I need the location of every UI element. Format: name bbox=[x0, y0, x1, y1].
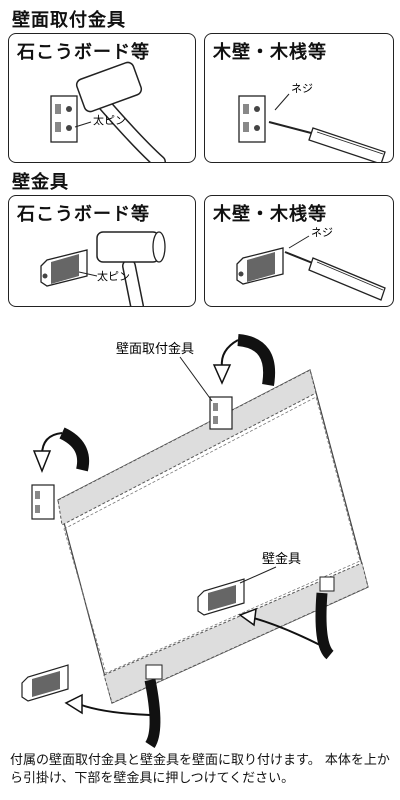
arrow-icon bbox=[212, 334, 276, 386]
instruction-caption: 付属の壁面取付金具と壁金具を壁面に取り付けます。 本体を上から引掛け、下部を壁金… bbox=[10, 753, 390, 786]
arrow-icon bbox=[238, 592, 335, 660]
wall-bracket-icon bbox=[40, 249, 88, 287]
panel-gypsum-board-wall-bracket: 石こうボード等 太ピン bbox=[8, 195, 196, 307]
mount-bracket-icon bbox=[50, 95, 78, 143]
label-screw: ネジ bbox=[291, 82, 313, 95]
wall-bracket-icon bbox=[236, 247, 284, 285]
panel-wood-wall-bracket: 木壁・木桟等 ネジ bbox=[204, 195, 394, 307]
panel-title: 木壁・木桟等 bbox=[213, 42, 327, 63]
wall-bracket-icon bbox=[197, 578, 245, 616]
label-wall-mount-bracket: 壁面取付金具 bbox=[116, 341, 194, 357]
label-wall-bracket: 壁金具 bbox=[262, 551, 301, 567]
panel-wood-wall-mount: 木壁・木桟等 ネジ bbox=[204, 33, 394, 163]
label-thick-pin: 太ピン bbox=[93, 114, 126, 127]
label-thick-pin: 太ピン bbox=[97, 270, 130, 283]
arrow-icon bbox=[32, 427, 89, 474]
label-screw: ネジ bbox=[311, 226, 333, 239]
installation-diagram: 壁面取付金具 壁金具 bbox=[21, 334, 369, 749]
screwdriver-illustration: ネジ bbox=[236, 226, 386, 301]
section-title-wall-bracket: 壁金具 bbox=[12, 172, 69, 193]
panel-title: 石こうボード等 bbox=[17, 42, 150, 63]
mount-bracket-icon bbox=[209, 396, 233, 430]
hammer-pin-illustration: 太ピン bbox=[40, 231, 166, 306]
panel-title: 石こうボード等 bbox=[17, 204, 150, 225]
panel-title: 木壁・木桟等 bbox=[213, 204, 327, 225]
wall-bracket-icon bbox=[21, 664, 69, 702]
section-title-wall-mount-bracket: 壁面取付金具 bbox=[12, 10, 126, 31]
screwdriver-illustration: ネジ bbox=[238, 82, 386, 162]
mount-bracket-icon bbox=[238, 95, 266, 143]
arrow-icon bbox=[64, 678, 161, 749]
hammer-pin-illustration: 太ピン bbox=[50, 61, 166, 162]
mount-bracket-icon bbox=[31, 484, 55, 520]
panel-gypsum-board-mount: 石こうボード等 太ピン bbox=[8, 33, 196, 163]
